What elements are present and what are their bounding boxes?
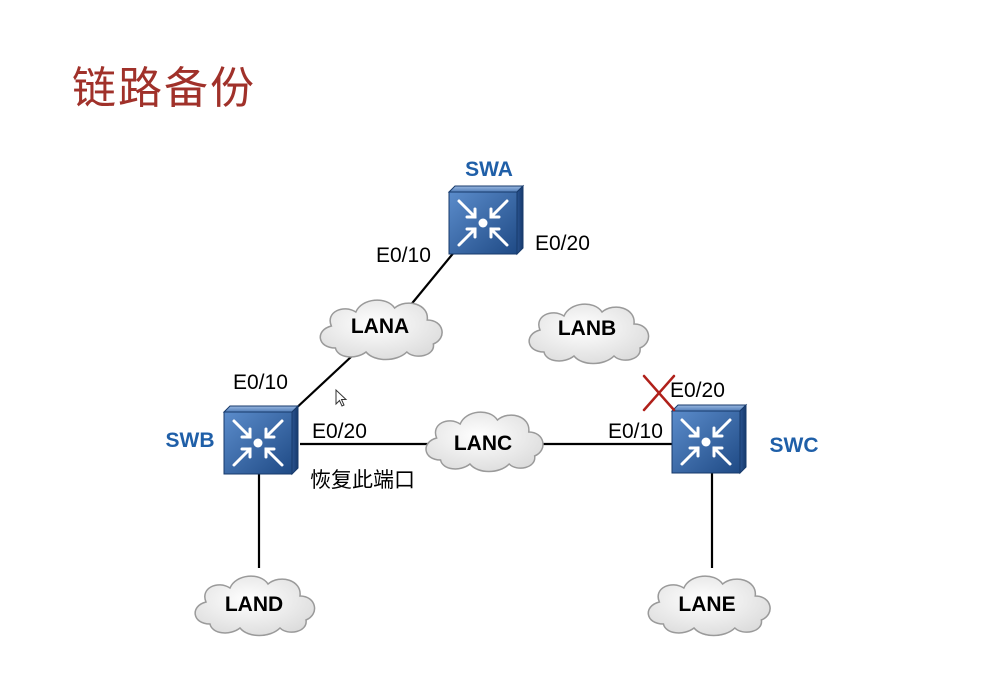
port-label-swa-right: E0/20: [535, 232, 590, 255]
port-label-swc-top: E0/20: [670, 379, 725, 402]
lan-label-lanb: LANB: [558, 317, 616, 340]
restore-port-annotation: 恢复此端口: [310, 468, 415, 492]
lan-label-lana: LANA: [351, 315, 409, 338]
port-label-swa-left: E0/10: [376, 244, 431, 267]
switch-label-swc: SWC: [770, 434, 819, 457]
lan-label-lanc: LANC: [454, 432, 512, 455]
lan-cloud-lana: LANA: [319, 299, 443, 361]
port-label-swb-top: E0/10: [233, 371, 288, 394]
lan-label-lane: LANE: [678, 593, 735, 616]
links: [257, 244, 714, 568]
switch-swa: SWA: [447, 158, 525, 256]
port-label-swb-right: E0/20: [312, 420, 367, 443]
port-label-swc-left: E0/10: [608, 420, 663, 443]
switch-swb: SWB: [166, 404, 300, 476]
slide-title: 链路备份: [72, 63, 256, 114]
switch-label-swb: SWB: [166, 429, 215, 452]
switch-label-swa: SWA: [465, 158, 513, 181]
lan-cloud-land: LAND: [194, 575, 316, 637]
mouse-cursor-icon: [335, 388, 348, 407]
lan-label-land: LAND: [225, 593, 283, 616]
lan-cloud-lane: LANE: [647, 575, 771, 637]
switch-swc: SWC: [670, 403, 819, 475]
lan-cloud-lanb: LANB: [528, 303, 650, 365]
lan-cloud-lanc: LANC: [425, 411, 544, 473]
blocked-port-x-icon: [642, 374, 676, 412]
link-lana-swb: [291, 355, 353, 413]
